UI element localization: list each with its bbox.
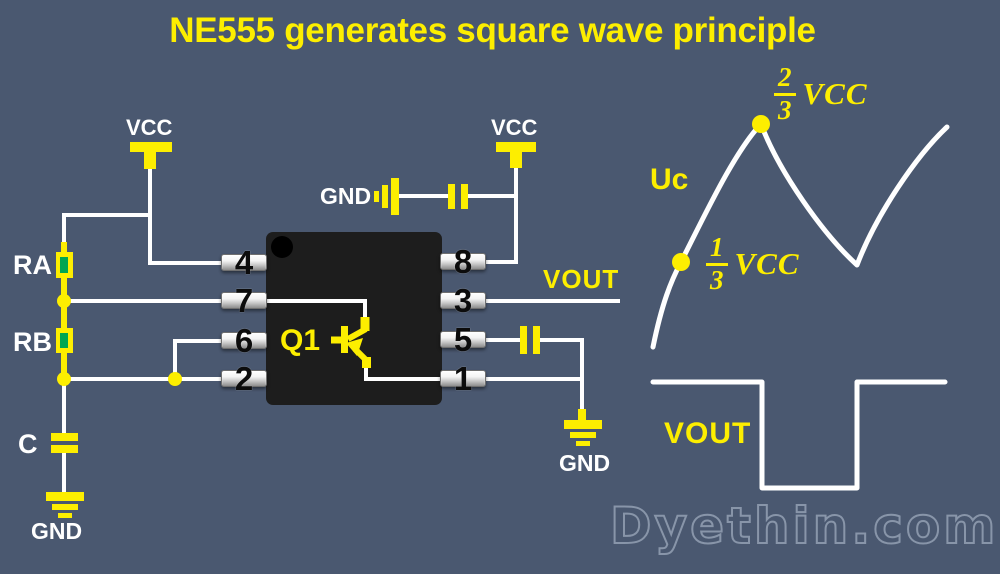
ic-pin-1: 1 (440, 362, 486, 395)
vout-waveform (650, 379, 948, 491)
gnd-left-label: GND (31, 518, 83, 544)
resistor-ra-core (60, 257, 68, 273)
wire-pin6-branch (173, 339, 224, 379)
wire-vcc-right-to-pin8 (486, 167, 518, 264)
wire-cap-to-gnd-right (540, 338, 584, 411)
vcc-symbol-right (496, 142, 536, 168)
gnd-symbol-top (374, 178, 399, 215)
lead-ra-top (61, 242, 67, 254)
vout-wave-label: VOUT (664, 417, 752, 450)
uc-curve-label: Uc (650, 163, 689, 196)
resistor-cores (60, 257, 68, 348)
ic-pin-2: 2 (221, 362, 267, 395)
vcc-symbol-left (130, 142, 172, 169)
upper-threshold-fraction: 2 3 (774, 63, 796, 124)
junction-dot-rb-c (57, 372, 71, 386)
uc-threshold-dot-lower (672, 253, 690, 271)
ic-pin-6: 6 (221, 324, 267, 357)
capacitor-c (51, 433, 78, 453)
ic-pin1-marker-dot (271, 236, 293, 258)
lower-threshold-label: 1 3 VCC (706, 233, 800, 294)
ic-pin-8: 8 (440, 245, 486, 278)
q1-label: Q1 (280, 324, 321, 357)
ic-body (266, 232, 442, 405)
ic-pin-5: 5 (440, 323, 486, 356)
uc-threshold-dot-upper (752, 115, 770, 133)
watermark: Dyethin.com (609, 496, 999, 556)
upper-threshold-label: 2 3 VCC (774, 63, 868, 124)
rb-label: RB (13, 327, 52, 357)
capacitor-pin5 (520, 326, 540, 354)
uc-waveform (650, 121, 950, 350)
ic-pin-4: 4 (221, 246, 267, 279)
lead-rb-bottom (61, 352, 67, 380)
c-label: C (18, 429, 38, 459)
ra-label: RA (13, 250, 52, 280)
transistor-q1-symbol (331, 317, 371, 368)
vout-wire-label: VOUT (543, 264, 620, 294)
page-title: NE555 generates square wave principle (169, 11, 816, 50)
gnd-right-label: GND (559, 450, 611, 476)
capacitor-decoupling (448, 184, 468, 209)
vcc-left-label: VCC (126, 115, 173, 140)
gnd-symbol-right (564, 409, 602, 446)
wire-pin7-to-q1-collector (224, 299, 367, 319)
gnd-top-label: GND (320, 183, 372, 209)
wire-q1-emitter-to-pin1 (364, 366, 460, 381)
ic-pin-3: 3 (440, 284, 486, 317)
wire-vcc-branch-to-ra (62, 213, 150, 243)
resistor-rb-core (60, 333, 68, 348)
lower-threshold-fraction: 1 3 (706, 233, 728, 294)
junction-dot-pin6 (168, 372, 182, 386)
junction-dot-ra-rb (57, 294, 71, 308)
vcc-right-label: VCC (491, 115, 538, 140)
wire-vcc-left-to-pin4 (148, 167, 224, 265)
ic-pin-7: 7 (221, 284, 267, 317)
gnd-symbol-left (46, 492, 84, 518)
